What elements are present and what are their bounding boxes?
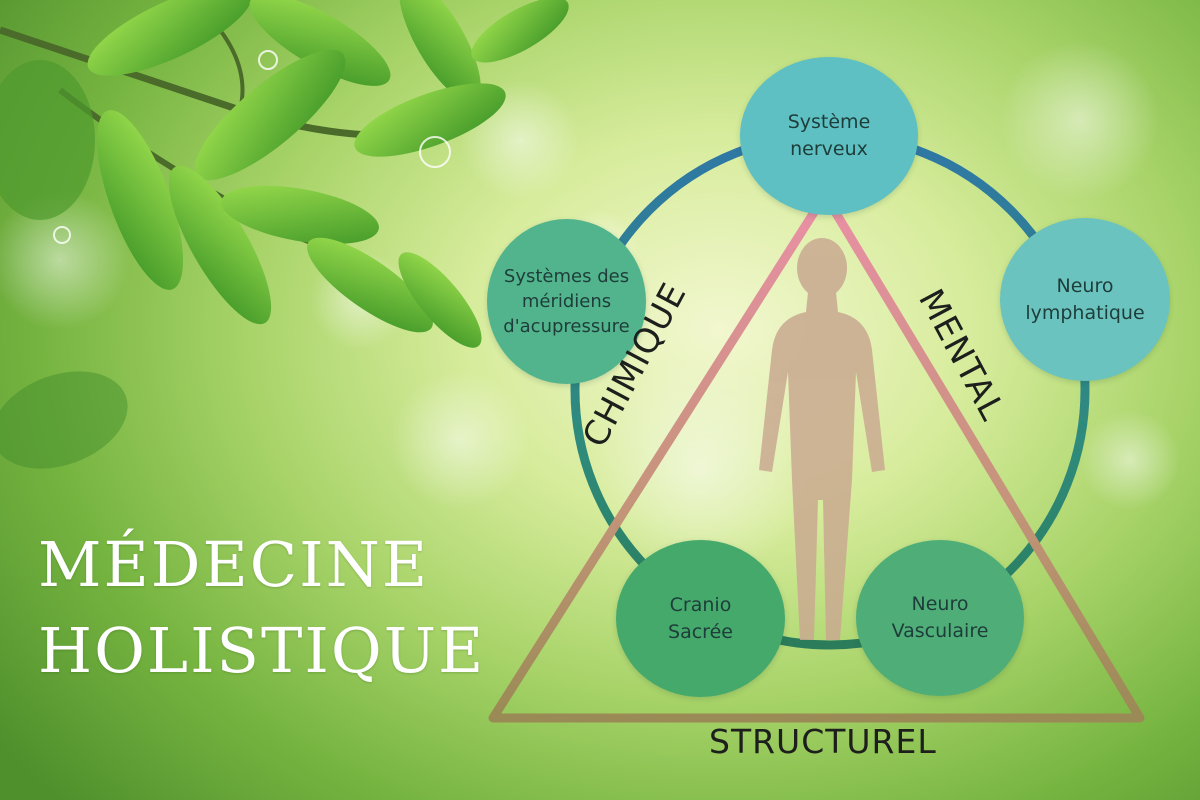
page-title-line1: MÉDECINE [38,528,430,601]
node-cranio-line2: Sacrée [668,620,733,643]
node-cranio-sacree: Cranio Sacrée [616,540,785,697]
side-label-structurel: STRUCTUREL [709,722,937,761]
page-title-line2: HOLISTIQUE [38,614,486,687]
node-neuro-vasculaire-line1: Neuro [911,593,969,616]
node-neuro-lymphatique-line1: Neuro [1056,274,1114,297]
human-silhouette-icon [759,238,885,640]
node-cranio-line1: Cranio [669,593,732,616]
node-neuro-vasculaire: Neuro Vasculaire [856,540,1024,696]
node-meridiens-line2: méridiens [521,290,612,312]
node-neuro-lymphatique: Neuro lymphatique [1000,218,1170,381]
leaf-branch-decoration [0,0,569,469]
node-meridiens-line1: Systèmes des [503,265,630,287]
node-meridiens-line3: d'acupressure [503,316,630,338]
node-neuro-vasculaire-line2: Vasculaire [891,620,989,642]
triangle-frame [488,190,1145,723]
node-neuro-lymphatique-line2: lymphatique [1025,301,1145,324]
node-systeme-nerveux-line2: nerveux [790,138,868,160]
node-systeme-nerveux: Système nerveux [740,57,918,215]
node-systeme-nerveux-line1: Système [787,111,871,134]
node-meridiens-acupressure: Systèmes des méridiens d'acupressure [487,219,646,384]
bubbles [53,50,451,244]
